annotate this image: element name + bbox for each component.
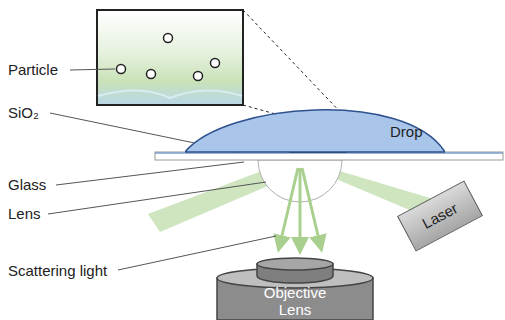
particle — [164, 34, 173, 43]
leader-line — [118, 236, 276, 270]
laser-box: Laser — [397, 181, 483, 252]
particle — [211, 59, 220, 68]
leader-line — [70, 69, 115, 70]
part-label: Particle — [8, 61, 58, 78]
scatter-arrow — [299, 168, 302, 246]
scatter-arrow — [280, 168, 298, 244]
glass-slide — [155, 152, 503, 160]
objective-lens-text: Objective Lens — [250, 284, 340, 319]
part-label: Glass — [8, 176, 46, 193]
particle — [194, 72, 203, 81]
part-label: SiO₂ — [8, 104, 39, 121]
objective-cap-top — [257, 258, 333, 270]
objective-lens: Objective Lens — [215, 256, 375, 320]
particle — [117, 65, 126, 74]
laser-box-text: Laser — [419, 200, 460, 233]
leader-line — [56, 162, 244, 185]
particle — [147, 70, 156, 79]
inset-frame — [97, 10, 243, 105]
leader-line — [48, 182, 266, 214]
part-label: Lens — [8, 205, 41, 222]
inset-wave — [98, 90, 242, 98]
scatter-arrow — [302, 168, 320, 244]
drop-text: Drop — [390, 123, 423, 140]
drop: Drop — [185, 95, 445, 153]
drop-outline — [185, 110, 445, 152]
part-label: Scattering light — [8, 262, 107, 279]
zoom-line — [243, 10, 346, 118]
